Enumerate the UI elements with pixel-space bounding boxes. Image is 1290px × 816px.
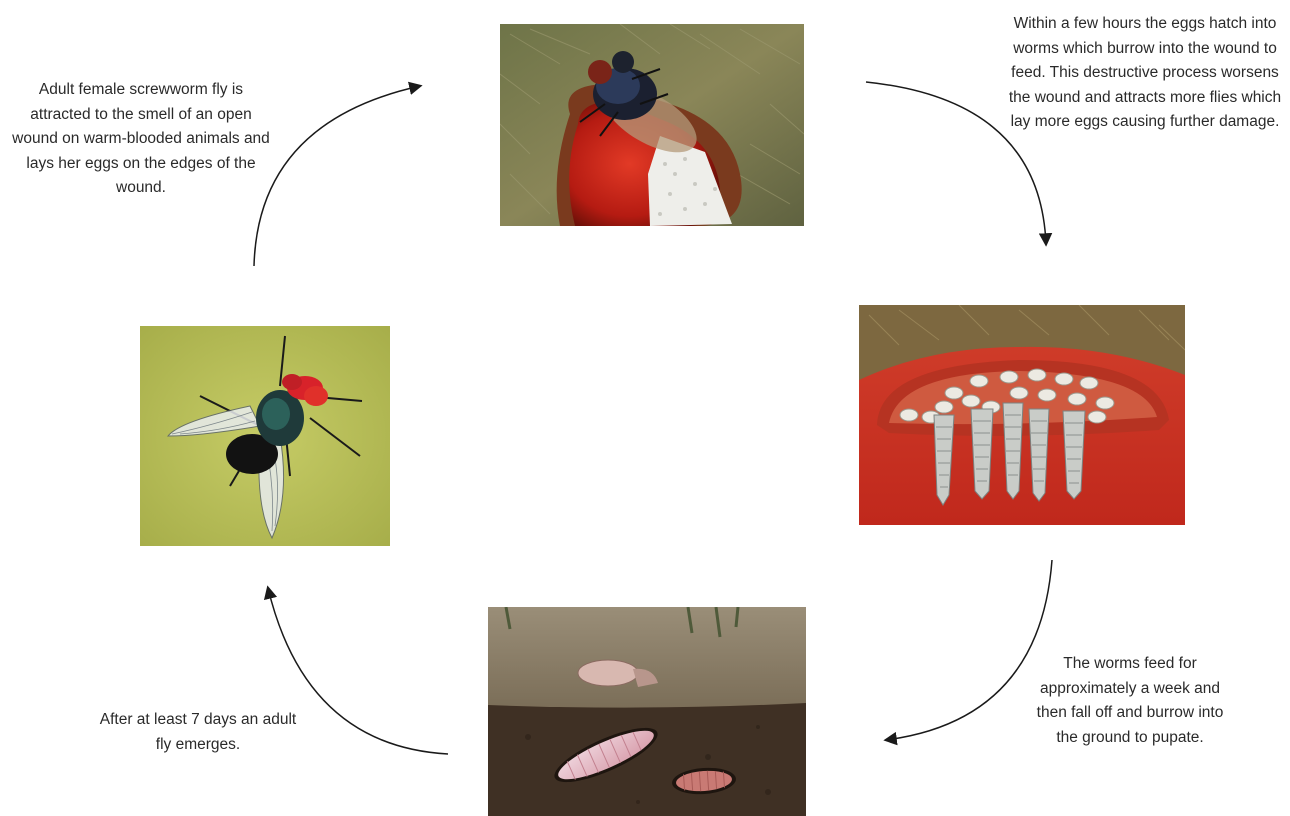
caption-egg-laying: Adult female screwworm fly is attracted … bbox=[8, 78, 274, 201]
caption-hatching: Within a few hours the eggs hatch into w… bbox=[1006, 12, 1284, 135]
fly-on-wound-illustration bbox=[500, 24, 804, 226]
arrow-adult-to-wound bbox=[254, 86, 420, 266]
caption-pupation: The worms feed for approximately a week … bbox=[1030, 652, 1230, 750]
caption-emergence: After at least 7 days an adult fly emerg… bbox=[92, 708, 304, 757]
larvae-and-pupae-in-soil-illustration bbox=[488, 607, 806, 816]
arrow-larvae-to-soil bbox=[886, 560, 1052, 740]
adult-screwworm-fly-illustration bbox=[140, 326, 390, 546]
larvae-in-wound-illustration bbox=[859, 305, 1185, 525]
